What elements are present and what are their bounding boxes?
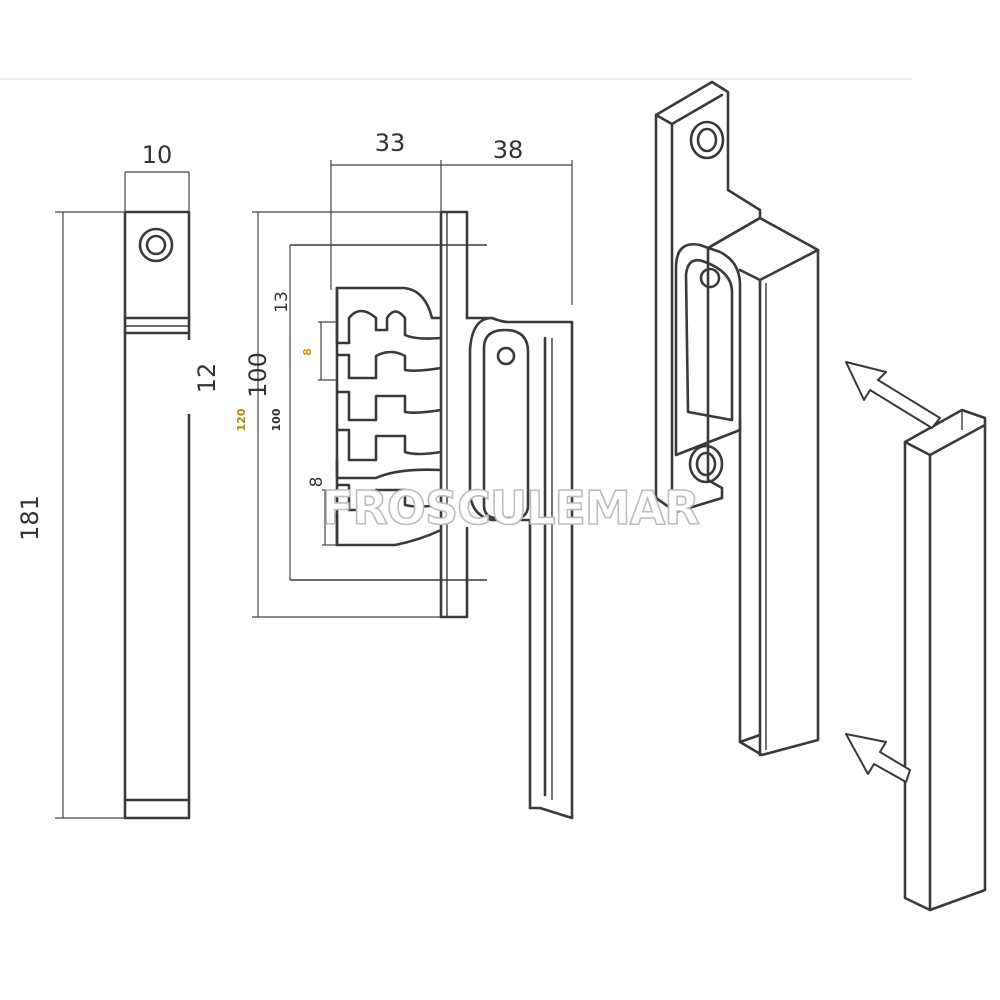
dim-13: 13 [272, 291, 337, 381]
dim-8b-label: 8 [327, 512, 340, 520]
arrow-upper [845, 361, 941, 429]
isometric-view [654, 80, 820, 757]
dim-13-label: 13 [272, 291, 292, 313]
watermark-text: FROSCULEMAR [322, 481, 699, 535]
dim-181-label: 181 [16, 495, 44, 541]
arrow-lower [845, 733, 911, 783]
dim-38-label: 38 [493, 136, 524, 164]
cap-piece [903, 408, 987, 912]
tiny-100-label: 100 [270, 408, 283, 431]
side-view [123, 210, 226, 820]
dim-33: 33 [330, 129, 442, 290]
dim-33-label: 33 [375, 129, 406, 157]
dim-38: 38 [441, 136, 573, 305]
dim-10-label: 10 [142, 141, 173, 169]
dim-8-label: 8 [307, 477, 327, 488]
dim-height-181: 181 [16, 211, 125, 819]
tiny-8-label: 8 [301, 348, 314, 356]
comb-teeth [335, 286, 443, 547]
front-view [289, 210, 574, 820]
dim-width-10: 10 [124, 141, 190, 212]
dim-100-label: 100 [244, 352, 272, 398]
dim-12-label: 12 [193, 363, 221, 394]
dim-8: 8 8 [307, 477, 340, 546]
tiny-120-label: 120 [235, 408, 248, 431]
dim-100: 100 [244, 211, 441, 618]
